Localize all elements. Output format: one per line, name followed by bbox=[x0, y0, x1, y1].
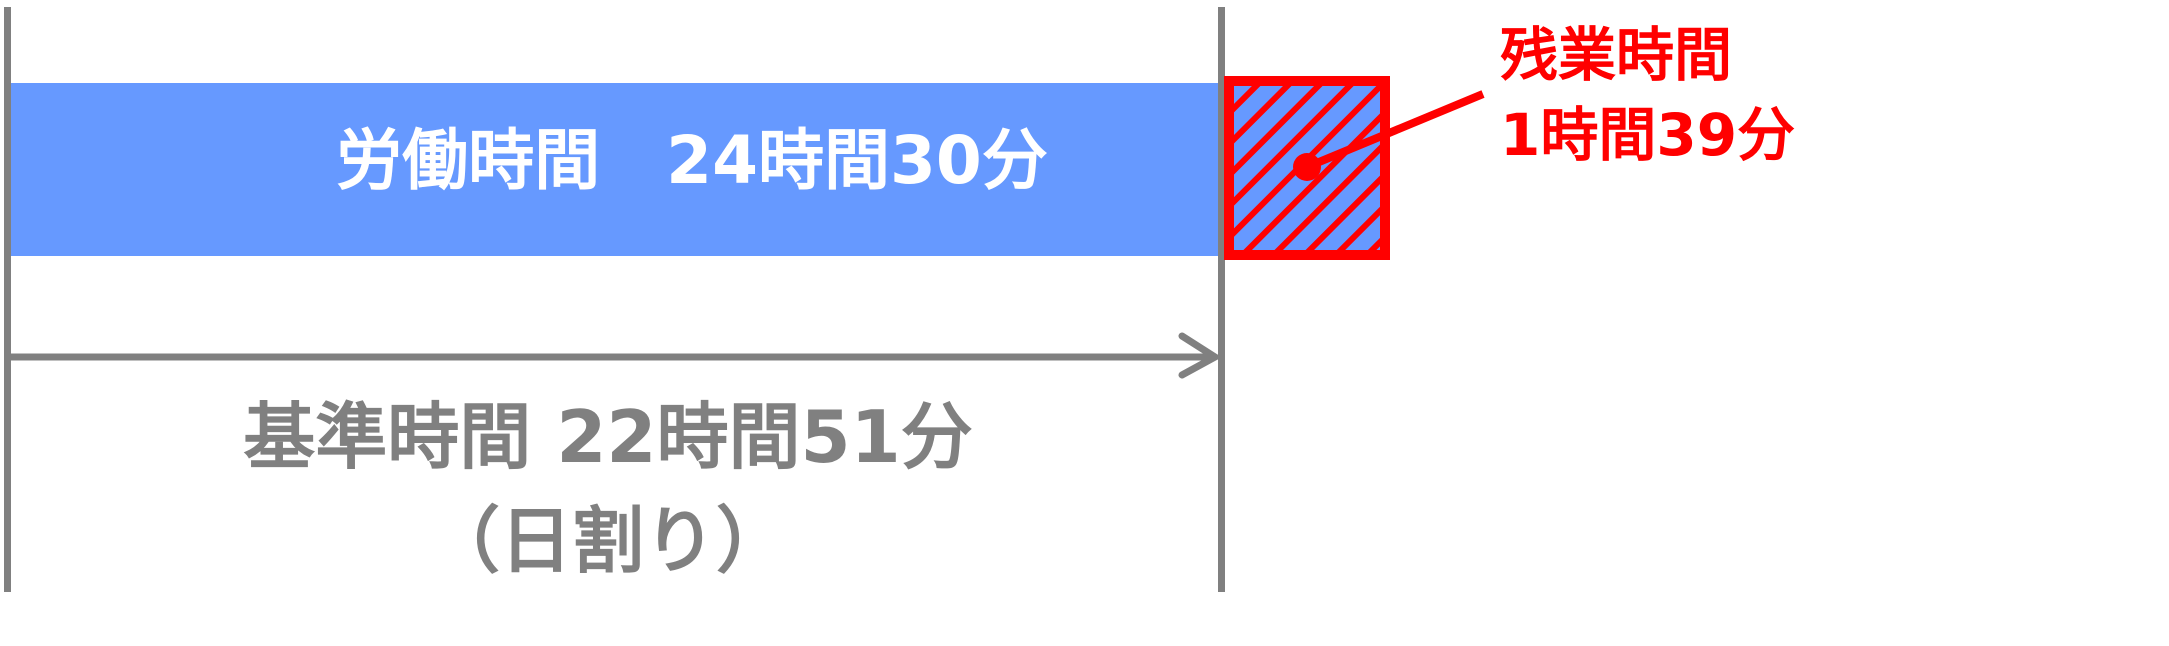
standard-time-note: （日割り） bbox=[428, 499, 788, 583]
callout-line bbox=[1305, 90, 1485, 171]
work-time-bar bbox=[7, 83, 1221, 256]
work-time-label: 労働時間 24時間30分 bbox=[336, 122, 1048, 199]
standard-time-label: 基準時間 22時間51分 bbox=[243, 395, 972, 479]
end-guide-line bbox=[1218, 7, 1225, 592]
overtime-value: 1時間39分 bbox=[1500, 101, 1795, 169]
callout-dot bbox=[1293, 153, 1321, 181]
start-guide-line bbox=[4, 7, 11, 592]
arrow-head-icon bbox=[1178, 332, 1222, 379]
overtime-title: 残業時間 bbox=[1500, 21, 1732, 89]
